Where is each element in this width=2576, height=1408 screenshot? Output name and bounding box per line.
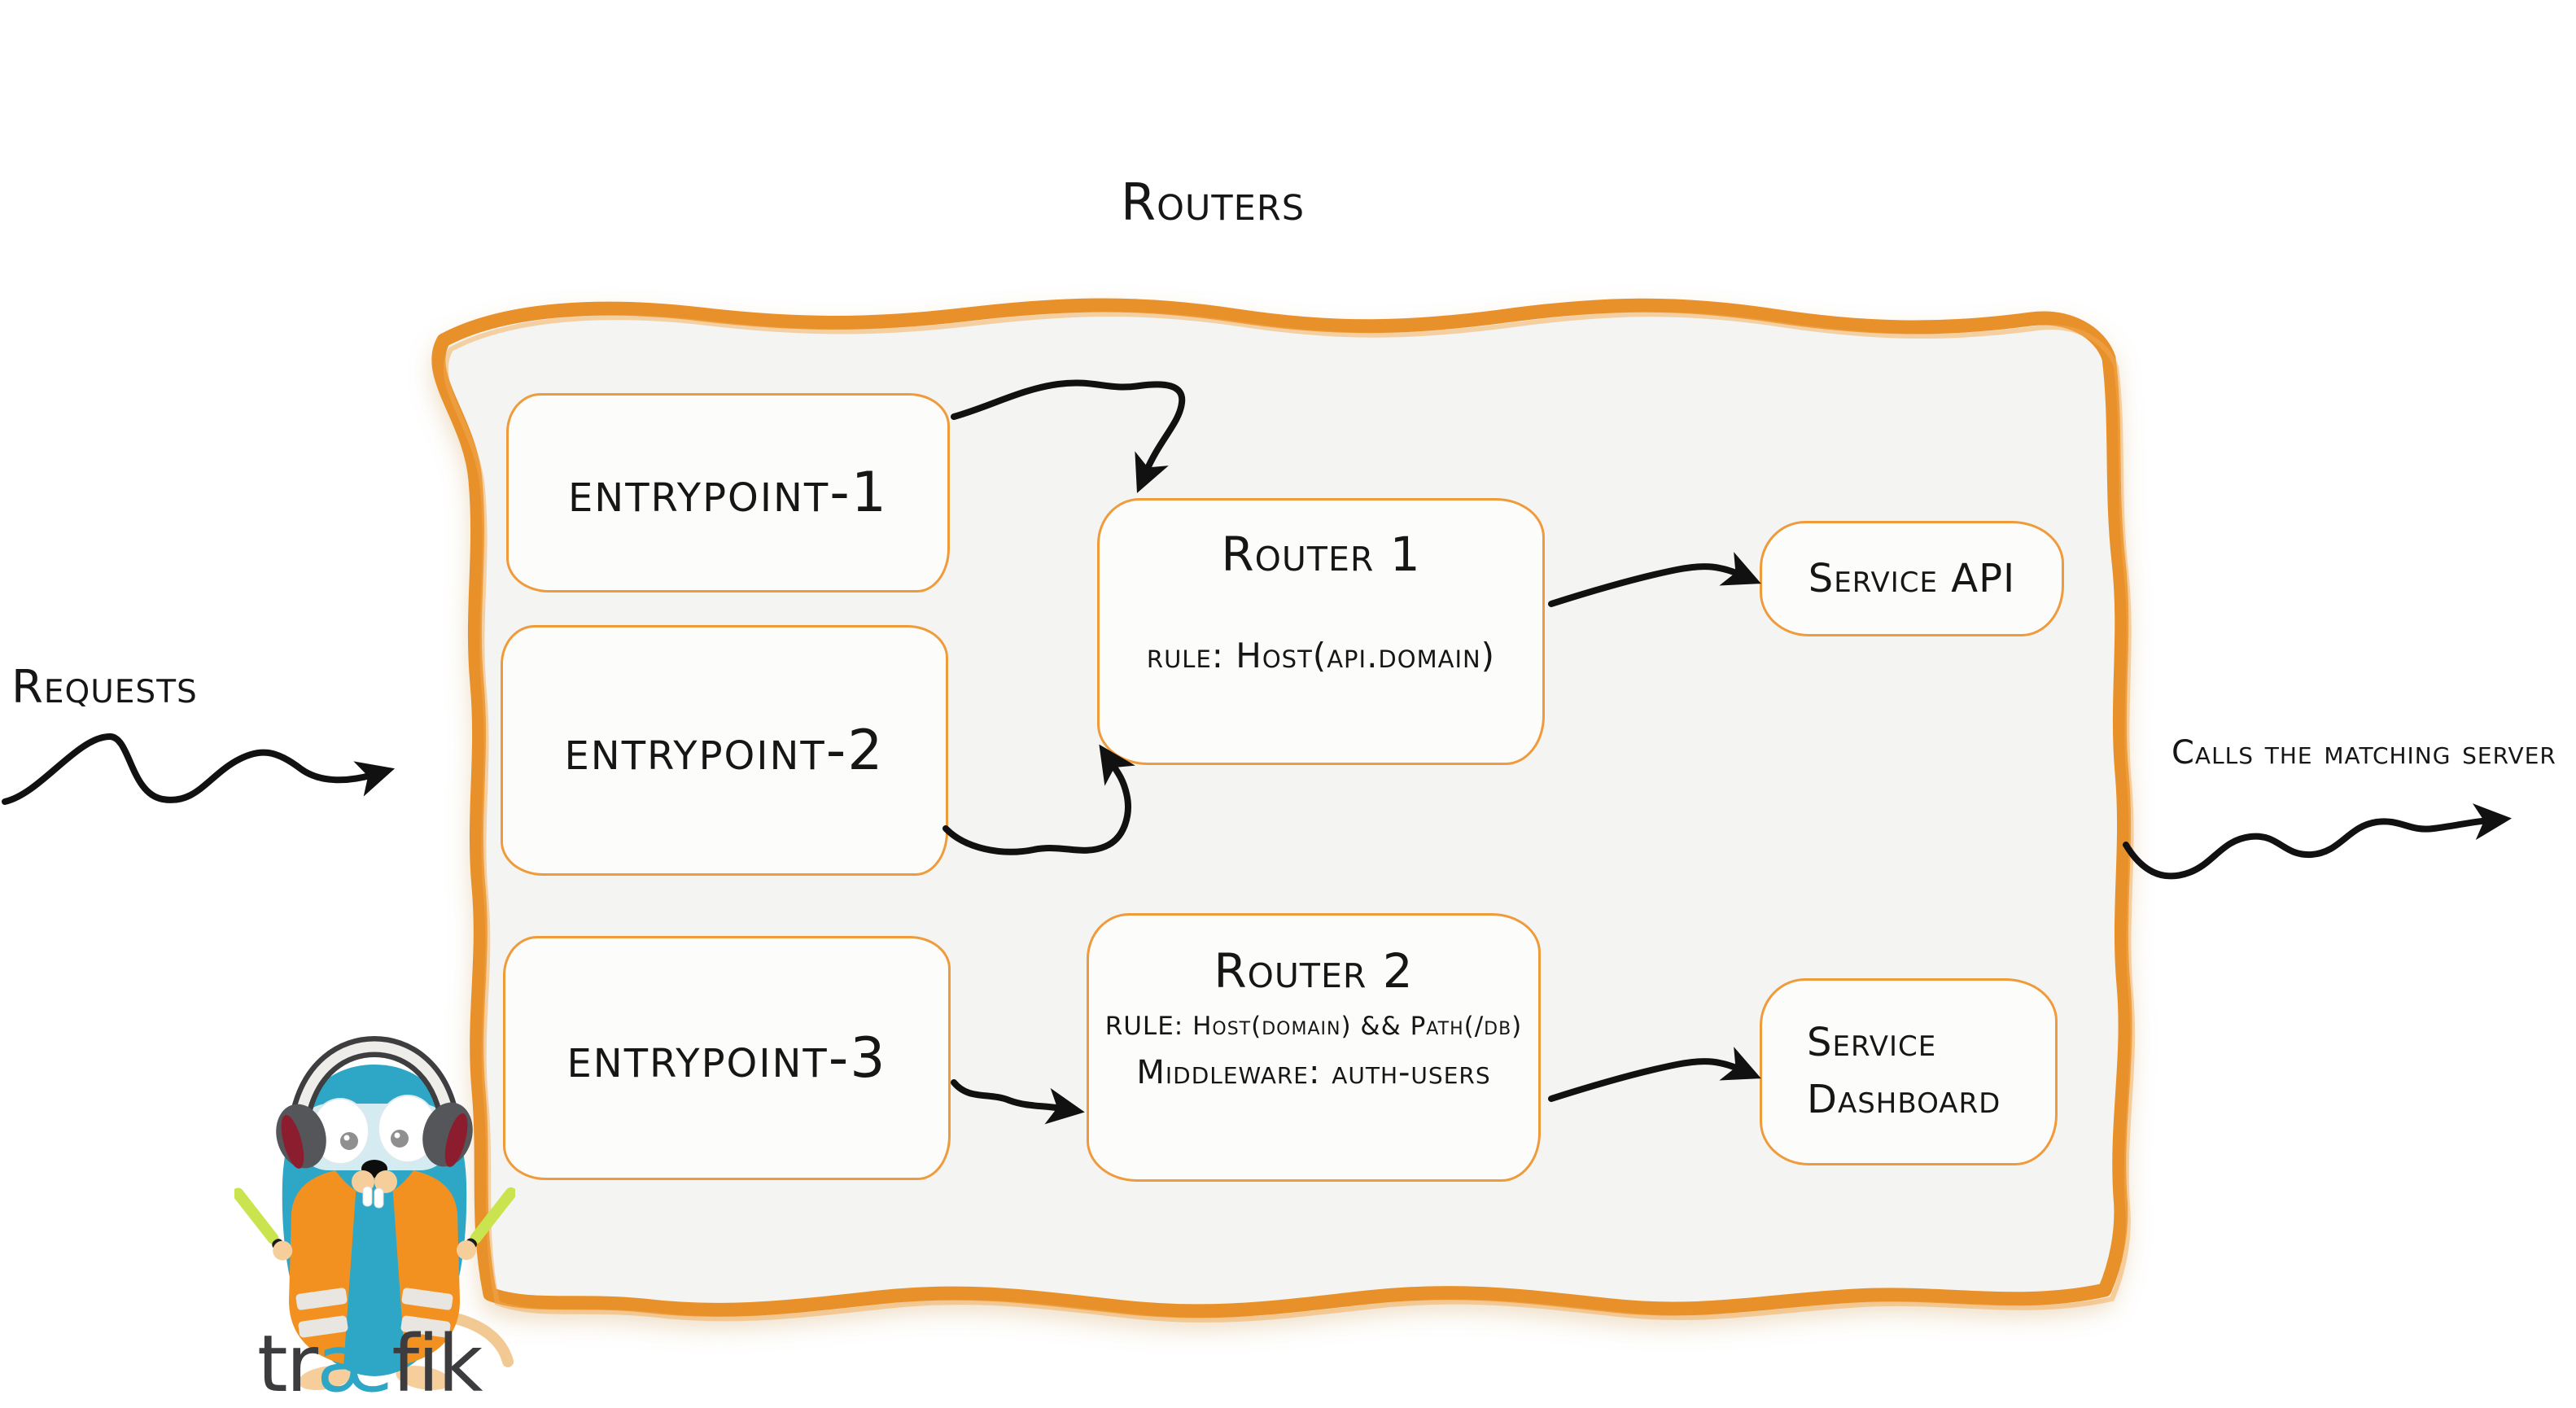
gopher-pupil-left bbox=[340, 1132, 358, 1150]
calls-matching-server-arrow bbox=[2123, 803, 2513, 880]
vest-reflective-stripes bbox=[295, 1288, 453, 1338]
traefik-wordmark: træfik bbox=[257, 1325, 483, 1403]
router-2-name: Router 2 bbox=[1214, 943, 1414, 999]
gopher-foot-right bbox=[396, 1366, 451, 1390]
router-2-middleware: Middleware: auth-users bbox=[1136, 1054, 1491, 1091]
arrow-router1-to-service-api bbox=[1548, 552, 1761, 607]
headphone-cup-right bbox=[422, 1102, 473, 1167]
router-2-box: Router 2 RULE: Host(domain) && Path(/db)… bbox=[1087, 913, 1541, 1182]
arrow-entrypoint3-to-router2 bbox=[951, 1079, 1085, 1125]
arrow-router2-to-service-dashboard bbox=[1548, 1047, 1761, 1102]
gopher-pupil-right bbox=[391, 1130, 409, 1148]
requests-label: Requests bbox=[11, 661, 198, 714]
gopher-tail bbox=[450, 1313, 514, 1367]
service-api-label: Service API bbox=[1808, 556, 2016, 601]
diagram-title: Routers bbox=[1120, 173, 1305, 232]
wordmark-ae: æ bbox=[317, 1318, 393, 1408]
router-2-rule: RULE: Host(domain) && Path(/db) bbox=[1104, 1012, 1523, 1041]
gopher-muzzle-right bbox=[374, 1170, 397, 1193]
gopher-belly-gap bbox=[343, 1183, 405, 1367]
router-1-box: Router 1 rule: Host(api.domain) bbox=[1097, 498, 1545, 765]
router-1-rule: rule: Host(api.domain) bbox=[1146, 636, 1496, 676]
entrypoint-2-label: entrypoint-2 bbox=[564, 718, 885, 783]
pupil-glint-right bbox=[394, 1132, 400, 1139]
traefik-gopher-logo bbox=[234, 1035, 515, 1390]
entrypoint-3-label: entrypoint-3 bbox=[566, 1025, 887, 1091]
headphone-band-inner bbox=[294, 1041, 455, 1126]
pupil-glint-left bbox=[343, 1135, 350, 1141]
service-dashboard-box: Service Dashboard bbox=[1760, 978, 2058, 1165]
entrypoint-1-box: entrypoint-1 bbox=[506, 393, 950, 592]
gopher-tooth-left bbox=[362, 1186, 373, 1207]
service-api-box: Service API bbox=[1760, 521, 2064, 636]
arrow-entrypoint1-to-router1 bbox=[951, 379, 1186, 493]
glow-stick-left bbox=[234, 1187, 293, 1261]
wordmark-tr: tr bbox=[257, 1318, 318, 1408]
gopher-tooth-right bbox=[374, 1187, 384, 1209]
requests-arrow bbox=[2, 732, 396, 805]
arrow-entrypoint2-to-router1 bbox=[942, 744, 1135, 855]
wordmark-fik: fik bbox=[391, 1318, 483, 1408]
service-dashboard-label: Service Dashboard bbox=[1807, 1020, 2001, 1122]
gopher-foot-left bbox=[298, 1366, 353, 1390]
router-1-name: Router 1 bbox=[1221, 527, 1421, 582]
entrypoint-1-label: entrypoint-1 bbox=[567, 461, 889, 525]
headphone-cup-left bbox=[276, 1104, 326, 1169]
calls-matching-server-label: Calls the matching server bbox=[2171, 734, 2556, 772]
entrypoint-3-box: entrypoint-3 bbox=[503, 936, 951, 1180]
glow-stick-right bbox=[457, 1187, 515, 1260]
entrypoint-2-box: entrypoint-2 bbox=[501, 625, 948, 876]
